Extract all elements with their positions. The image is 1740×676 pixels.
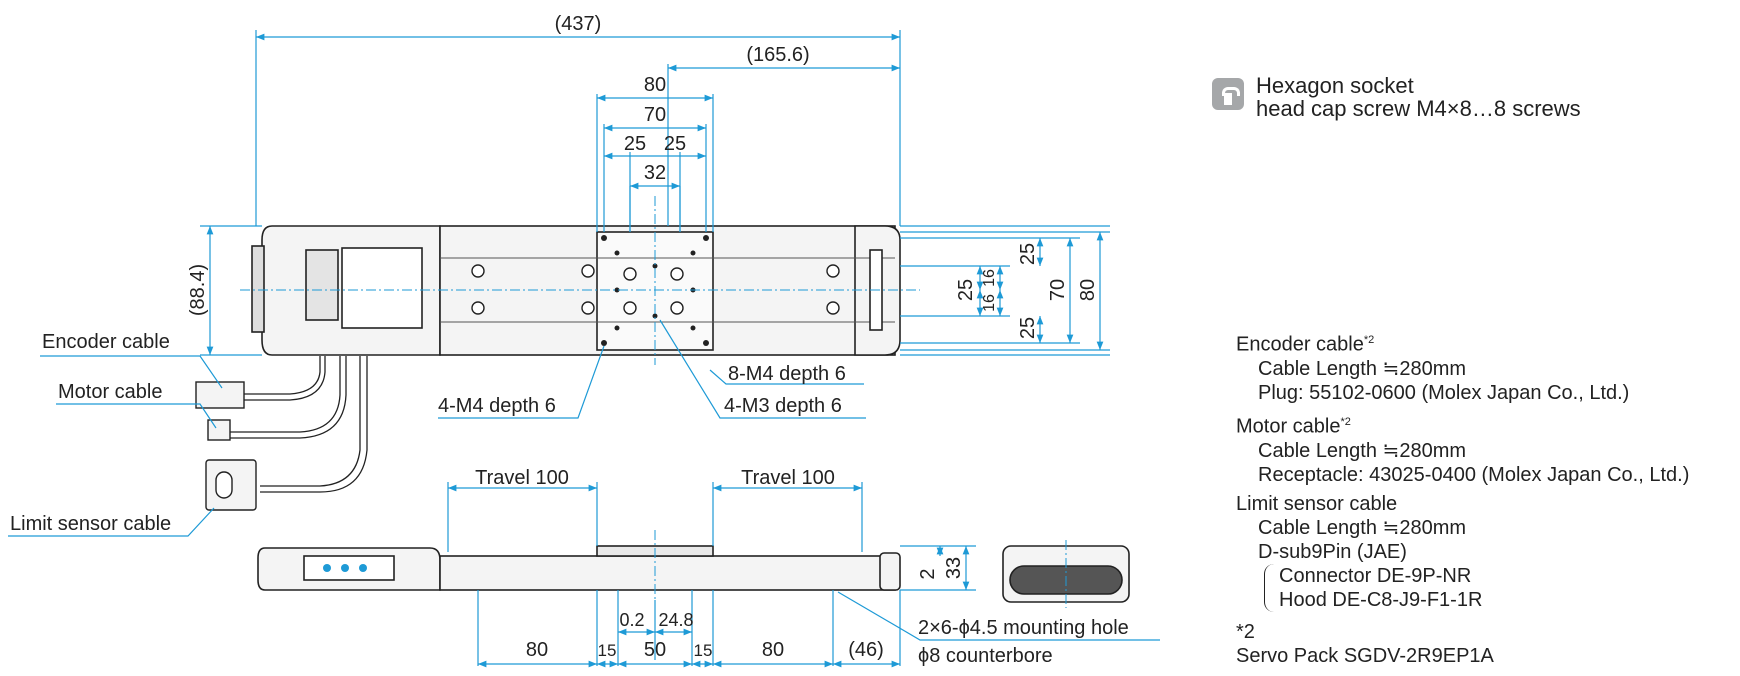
dim-r-25b: 25 xyxy=(1017,243,1039,265)
footnote: *2 Servo Pack SGDV-2R9EP1A xyxy=(1236,620,1494,668)
dim-side-33: 33 xyxy=(943,557,965,579)
screw-icon xyxy=(826,264,840,278)
motor-note-length: Cable Length ≒280mm xyxy=(1258,439,1467,462)
label-limit-sensor-cable: Limit sensor cable xyxy=(10,513,171,535)
dim-travel-left: Travel 100 xyxy=(475,467,569,489)
encoder-note-title: Encoder cable xyxy=(1236,333,1364,356)
front-endcap xyxy=(879,552,901,591)
front-view xyxy=(257,545,901,591)
dim-r-25c: 25 xyxy=(1017,317,1039,339)
dim-table-width: 80 xyxy=(644,74,666,96)
dim-b-80b: 80 xyxy=(762,639,784,661)
callouts: Encoder cable Motor cable Limit sensor c… xyxy=(10,331,1129,667)
encoder-note-sup: *2 xyxy=(1363,334,1375,346)
dim-r-80: 80 xyxy=(1077,279,1099,301)
legend-line-2: head cap screw M4×8…8 screws xyxy=(1256,96,1581,121)
dimension-text: (437) (165.6) 80 70 25 25 32 (88.4) 25 1… xyxy=(187,13,1099,661)
cables xyxy=(225,356,368,493)
footnote-mark: *2 xyxy=(1236,621,1255,643)
label-mounting-hole: 2×6-ϕ4.5 mounting hole xyxy=(918,617,1129,639)
dim-b-50: 50 xyxy=(644,639,666,661)
limit-note-parts: Connector DE-9P-NR Hood DE-C8-J9-F1-1R xyxy=(1264,564,1482,612)
screw-icon xyxy=(471,301,485,315)
dim-overall: (437) xyxy=(555,13,602,35)
heatsink-fins xyxy=(251,245,265,333)
footnote-text: Servo Pack SGDV-2R9EP1A xyxy=(1236,645,1494,667)
limit-note-dsub: D-sub9Pin (JAE) xyxy=(1258,541,1407,563)
encoder-note-plug: Plug: 55102-0600 (Molex Japan Co., Ltd.) xyxy=(1258,381,1630,404)
vent-grille xyxy=(305,249,339,321)
dim-pitch-outer: 70 xyxy=(644,104,666,126)
motor-receptacle xyxy=(207,419,231,441)
front-label-marks xyxy=(323,564,367,572)
dim-b-24-8: 24.8 xyxy=(658,610,693,630)
legend-line-1: Hexagon socket xyxy=(1256,73,1414,98)
table-holes xyxy=(601,235,709,346)
dim-pitch-center: 32 xyxy=(644,162,666,184)
limit-note-connector: Connector DE-9P-NR xyxy=(1279,565,1472,587)
centerlines xyxy=(240,196,920,365)
dim-side-2: 2 xyxy=(917,568,939,579)
dim-travel-right: Travel 100 xyxy=(741,467,835,489)
dim-right-offset: (165.6) xyxy=(746,44,809,66)
screw-icon xyxy=(581,264,595,278)
encoder-plug xyxy=(195,381,245,409)
label-m4-depth-right: 8-M4 depth 6 xyxy=(728,363,846,385)
screw-icon xyxy=(623,301,637,315)
label-m4-depth-left: 4-M4 depth 6 xyxy=(438,395,556,417)
screw-legend: Hexagon socket head cap screw M4×8…8 scr… xyxy=(1212,74,1581,120)
dim-pitch-right: 25 xyxy=(664,133,686,155)
dsub-face xyxy=(215,471,233,499)
screw-icon xyxy=(670,267,684,281)
motor-cable-note: Motor cable*2 Cable Length ≒280mm Recept… xyxy=(1236,410,1689,487)
limit-note-title: Limit sensor cable xyxy=(1236,493,1398,515)
motor-note-receptacle: Receptacle: 43025-0400 (Molex Japan Co.,… xyxy=(1258,463,1690,486)
rail-screws xyxy=(471,264,840,315)
dim-r-25a: 25 xyxy=(955,279,977,301)
dim-r-16b: 16 xyxy=(981,294,998,312)
connectors xyxy=(195,381,257,511)
hex-socket-screw-icon xyxy=(1212,78,1244,110)
label-motor-cable: Motor cable xyxy=(58,381,163,403)
dim-b-80a: 80 xyxy=(526,639,548,661)
limit-note-hood: Hood DE-C8-J9-F1-1R xyxy=(1279,589,1483,611)
limit-cable-note: Limit sensor cable Cable Length ≒280mm D… xyxy=(1236,492,1482,612)
motor-note-sup: *2 xyxy=(1340,416,1351,428)
encoder-note-length: Cable Length ≒280mm xyxy=(1258,357,1467,380)
screw-icon xyxy=(670,301,684,315)
screw-icon xyxy=(826,301,840,315)
dim-height: (88.4) xyxy=(187,264,209,316)
dim-b-15a: 15 xyxy=(598,641,617,660)
dim-b-0-2: 0.2 xyxy=(619,610,644,630)
screw-icon xyxy=(471,264,485,278)
dim-b-46: (46) xyxy=(848,639,884,661)
dim-r-70: 70 xyxy=(1047,279,1069,301)
cover-panel xyxy=(341,247,423,329)
screw-icon xyxy=(581,301,595,315)
limit-note-length: Cable Length ≒280mm xyxy=(1258,517,1467,539)
screw-icon xyxy=(623,267,637,281)
label-m3-depth: 4-M3 depth 6 xyxy=(724,395,842,417)
motor-note-title: Motor cable xyxy=(1236,415,1341,438)
label-encoder-cable: Encoder cable xyxy=(42,331,170,353)
encoder-cable-note: Encoder cable*2 Cable Length ≒280mm Plug… xyxy=(1236,328,1629,405)
dim-r-16a: 16 xyxy=(981,269,998,287)
front-rail xyxy=(439,555,896,591)
dim-b-15b: 15 xyxy=(694,641,713,660)
dim-pitch-left: 25 xyxy=(624,133,646,155)
label-counterbore: ϕ8 counterbore xyxy=(918,645,1053,667)
dimension-lines xyxy=(8,30,1160,668)
